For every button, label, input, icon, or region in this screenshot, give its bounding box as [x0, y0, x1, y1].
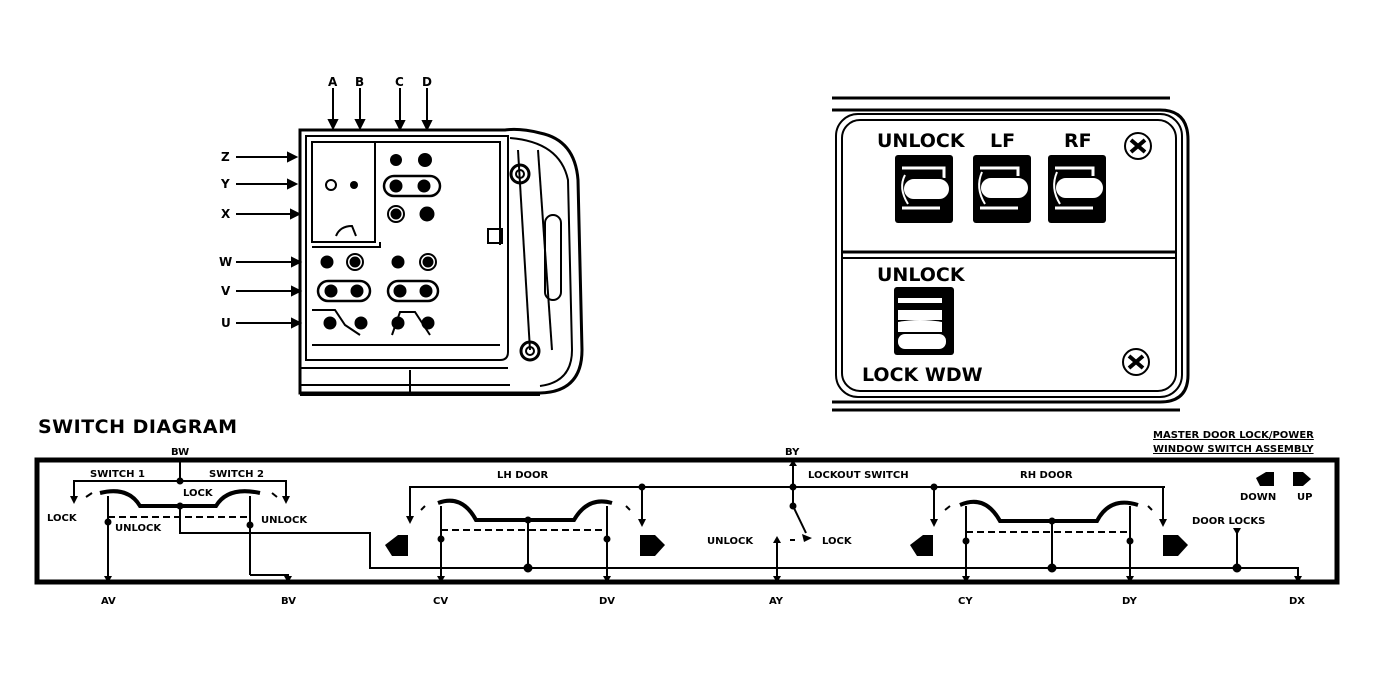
rocker-lock-wdw	[894, 287, 954, 355]
door-locks-label: DOOR LOCKS	[1192, 516, 1265, 527]
switch-panel-labels: UNLOCK LF RF UNLOCK LOCK WDW	[862, 130, 1092, 386]
assembly-title-line1: MASTER DOOR LOCK/POWER	[1153, 430, 1314, 441]
connector-label-y: Y	[220, 177, 230, 191]
lockout-lock-label: LOCK	[822, 536, 853, 547]
window-up-label: UP	[1297, 492, 1312, 503]
window-down-label: DOWN	[1240, 492, 1276, 503]
panel-label-unlock-lower: UNLOCK	[877, 264, 966, 286]
switch-unlock-right-label: UNLOCK	[261, 515, 308, 526]
terminal-bv: BV	[281, 596, 296, 607]
rocker-unlock	[895, 155, 953, 223]
terminal-ay: AY	[769, 596, 784, 607]
connector-label-a: A	[328, 75, 338, 89]
connector-label-b: B	[355, 75, 364, 89]
connector-illustration	[236, 88, 584, 396]
schematic-labels: BW BY SWITCH 1 SWITCH 2 LOCK LOCK UNLOCK…	[47, 447, 1312, 607]
switch1-label: SWITCH 1	[90, 469, 145, 480]
rocker-lf	[973, 155, 1031, 223]
schematic	[34, 457, 1340, 585]
lh-arrow-left-icon	[385, 535, 408, 556]
lh-arrow-right-icon	[640, 535, 665, 556]
window-up-arrow-icon	[1293, 472, 1311, 486]
panel-label-rf: RF	[1064, 130, 1092, 152]
connector-labels: A B C D Z Y X W V U	[219, 75, 432, 330]
diagram-title: SWITCH DIAGRAM	[38, 416, 238, 438]
rocker-rf	[1048, 155, 1106, 223]
rh-door-label: RH DOOR	[1020, 470, 1073, 481]
lh-door-label: LH DOOR	[497, 470, 549, 481]
switch-unlock-left-label: UNLOCK	[115, 523, 162, 534]
assembly-title-line2: WINDOW SWITCH ASSEMBLY	[1153, 444, 1314, 455]
switch-lock-left-label: LOCK	[47, 513, 78, 524]
lockout-switch-label: LOCKOUT SWITCH	[808, 470, 909, 481]
connector-label-c: C	[395, 75, 404, 89]
terminal-dy: DY	[1122, 596, 1138, 607]
terminal-cv: CV	[433, 596, 448, 607]
connector-label-x: X	[221, 207, 231, 221]
terminal-av: AV	[101, 596, 116, 607]
switch-lock-center-label: LOCK	[183, 488, 214, 499]
terminal-by: BY	[785, 447, 800, 458]
connector-label-z: Z	[221, 150, 230, 164]
panel-label-unlock: UNLOCK	[877, 130, 966, 152]
terminal-cy: CY	[958, 596, 973, 607]
rh-arrow-left-icon	[910, 535, 933, 556]
connector-label-v: V	[221, 284, 231, 298]
connector-label-d: D	[422, 75, 432, 89]
panel-label-lf: LF	[990, 130, 1015, 152]
terminal-bw: BW	[171, 447, 189, 458]
connector-label-u: U	[221, 316, 231, 330]
connector-label-w: W	[219, 255, 232, 269]
rh-arrow-right-icon	[1163, 535, 1188, 556]
lockout-unlock-label: UNLOCK	[707, 536, 754, 547]
panel-label-lock-wdw: LOCK WDW	[862, 364, 983, 386]
switch2-label: SWITCH 2	[209, 469, 264, 480]
switch-panel-illustration	[832, 96, 1190, 412]
window-down-arrow-icon	[1256, 472, 1274, 486]
terminal-dx: DX	[1289, 596, 1305, 607]
terminal-dv: DV	[599, 596, 615, 607]
